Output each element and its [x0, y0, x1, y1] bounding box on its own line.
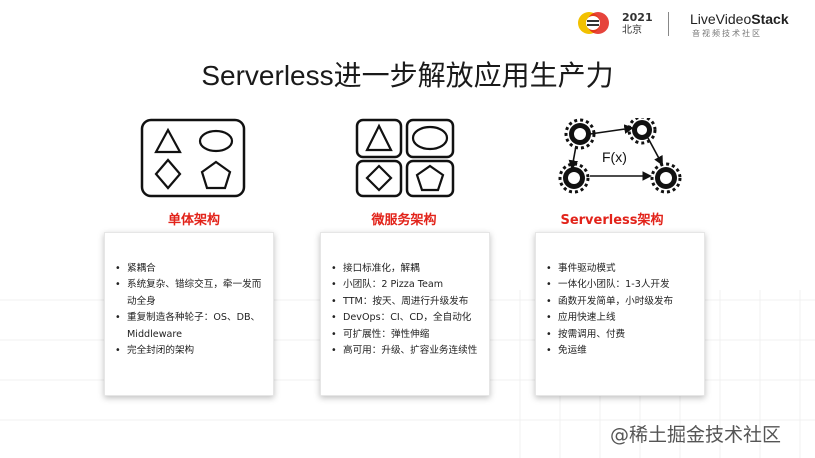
list-item: 函数开发简单，小时级发布 [546, 294, 696, 311]
brand-prefix: LiveVideo [690, 11, 752, 27]
monolith-feature-list: 紧耦合 系统复杂、错综交互，牵一发而 动全身 重复制造各种轮子：OS、DB、 M… [115, 261, 265, 360]
list-item: 按需调用、付费 [546, 327, 696, 344]
microservice-label: 微服务架构 [371, 213, 437, 228]
list-item: 事件驱动模式 [546, 261, 696, 278]
conference-logo-icon [578, 12, 609, 34]
microservice-card: 接口标准化，解耦 小团队：2 Pizza Team TTM：按天、周进行升级发布… [320, 232, 490, 396]
list-item: 可扩展性：弹性伸缩 [331, 327, 481, 344]
list-item: TTM：按天、周进行升级发布 [331, 294, 481, 311]
serverless-feature-list: 事件驱动模式 一体化小团队：1-3人开发 函数开发简单，小时级发布 应用快速上线… [546, 261, 696, 360]
list-item: 高可用：升级、扩容业务连续性 [331, 343, 481, 360]
microservice-feature-list: 接口标准化，解耦 小团队：2 Pizza Team TTM：按天、周进行升级发布… [331, 261, 481, 360]
function-gears-icon: F(x) [558, 118, 682, 194]
list-item: DevOps：CI、CD，全自动化 [331, 310, 481, 327]
list-item: 重复制造各种轮子：OS、DB、 [115, 310, 265, 327]
brand-logo: LiveVideoStack [690, 11, 789, 27]
function-label: F(x) [602, 149, 627, 165]
serverless-card: 事件驱动模式 一体化小团队：1-3人开发 函数开发简单，小时级发布 应用快速上线… [535, 232, 705, 396]
list-item: 免运维 [546, 343, 696, 360]
monolith-shapes-icon [140, 118, 246, 198]
gear-icon [558, 162, 590, 194]
gear-icon [627, 118, 657, 145]
serverless-label: Serverless架构 [560, 213, 664, 228]
monolith-label: 单体架构 [167, 213, 220, 228]
list-item: 动全身 [127, 295, 156, 307]
microservice-shapes-icon [355, 118, 455, 198]
event-city: 北京 [622, 25, 642, 36]
event-year: 2021 [622, 11, 653, 24]
slide-title: Serverless进一步解放应用生产力 [201, 60, 614, 91]
list-item: 紧耦合 [115, 261, 265, 278]
list-item: 接口标准化，解耦 [331, 261, 481, 278]
list-item: 应用快速上线 [546, 310, 696, 327]
brand-suffix: Stack [751, 11, 789, 27]
watermark: @稀土掘金技术社区 [610, 424, 782, 446]
list-item: 一体化小团队：1-3人开发 [546, 277, 696, 294]
header-divider [668, 12, 669, 36]
monolith-card: 紧耦合 系统复杂、错综交互，牵一发而 动全身 重复制造各种轮子：OS、DB、 M… [104, 232, 274, 396]
list-item: 小团队：2 Pizza Team [331, 277, 481, 294]
gear-icon [564, 118, 596, 150]
brand-tagline: 音视频技术社区 [692, 29, 762, 38]
list-item: Middleware [127, 328, 183, 340]
list-item: 完全封闭的架构 [115, 343, 265, 360]
gear-icon [650, 162, 682, 194]
list-item: 系统复杂、错综交互，牵一发而 [115, 277, 265, 294]
